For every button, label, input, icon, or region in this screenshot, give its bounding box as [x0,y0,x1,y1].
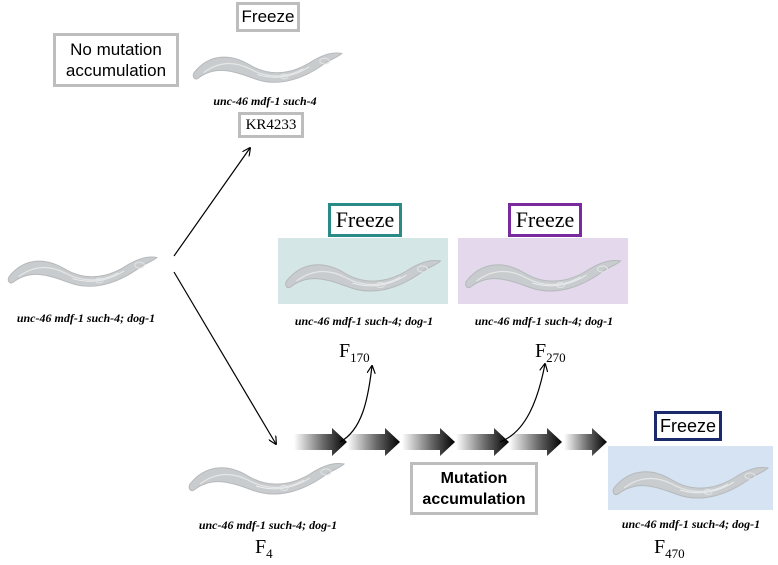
strain-box: KR4233 [238,112,304,138]
generation-f270: F270 [535,340,566,365]
worm-f270 [465,259,622,292]
no-mutation-box: No mutation accumulation [53,33,179,87]
block-arrow-3 [402,428,455,456]
block-arrow-6 [564,428,607,456]
arrow-to-f4 [173,271,276,444]
no-mutation-label: No mutation accumulation [65,40,167,80]
block-arrow-2 [347,428,400,456]
genotype-f170: unc-46 mdf-1 such-4; dog-1 [294,314,434,328]
strain-label: KR4233 [245,116,297,133]
freeze-box-f470: Freeze [654,411,722,441]
generation-f170: F170 [339,340,370,365]
progression-arrows [294,428,607,456]
worm-f4 [188,462,345,495]
worm-f170 [285,259,442,292]
block-arrow-4 [456,428,509,456]
freeze-label: Freeze [659,415,717,436]
worm-start [7,256,158,287]
arrow-to-kr4233 [173,148,250,257]
genotype-start: unc-46 mdf-1 such-4; dog-1 [16,311,156,325]
freeze-box-f270: Freeze [508,203,582,237]
worm-f470 [612,466,769,499]
freeze-label: Freeze [241,7,295,26]
worm-kr4233 [192,52,343,83]
freeze-box-f170: Freeze [328,203,402,237]
freeze-label: Freeze [335,207,395,232]
curve-arrow-f270 [499,364,545,443]
freeze-box-kr4233: Freeze [236,2,300,32]
curve-arrow-f170 [339,366,372,443]
genotype-f4: unc-46 mdf-1 such-4; dog-1 [198,518,338,532]
genotype-kr4233: unc-46 mdf-1 such-4 [213,94,317,108]
block-arrow-1 [294,428,347,456]
block-arrow-5 [509,428,562,456]
generation-f470: F470 [654,536,685,561]
freeze-label: Freeze [515,207,575,232]
mutation-box: Mutation accumulation [410,462,538,515]
genotype-f470: unc-46 mdf-1 such-4; dog-1 [621,517,761,531]
mutation-label: Mutation accumulation [422,469,526,508]
generation-f4: F4 [255,536,273,561]
genotype-f270: unc-46 mdf-1 such-4; dog-1 [474,314,614,328]
